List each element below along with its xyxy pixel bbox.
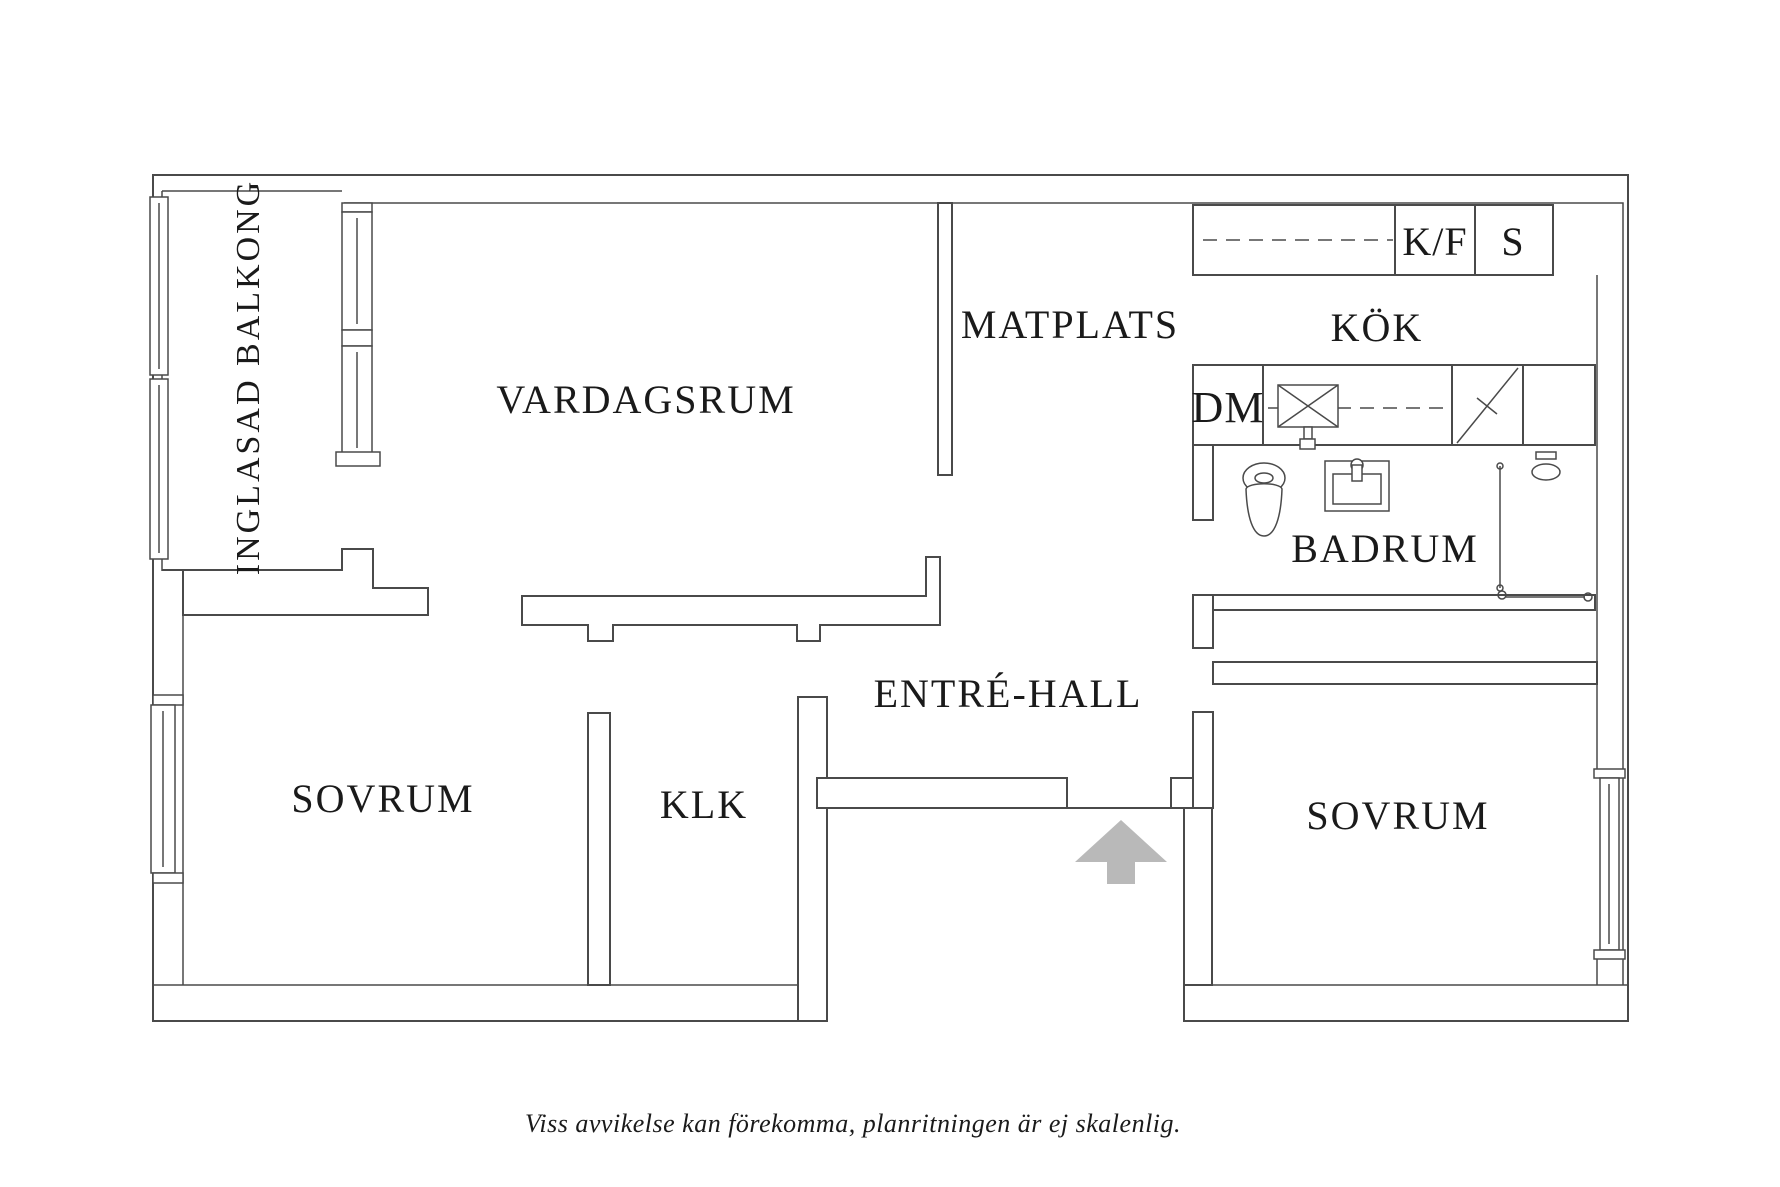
dining-label: MATPLATS	[961, 302, 1179, 347]
entrance-arrow-icon	[1075, 820, 1167, 884]
living-room-label: VARDAGSRUM	[496, 377, 795, 422]
windows	[149, 196, 1626, 960]
cooktop-tap-stem	[1303, 426, 1313, 440]
lower-counter-dividers	[1262, 365, 1524, 445]
bedroom-left-label: SOVRUM	[291, 776, 474, 821]
bedroom-left-window-cap-top	[152, 694, 184, 706]
balcony-south-wall	[162, 548, 429, 616]
shower-rail-corner-b	[1497, 590, 1507, 600]
hall-label: ENTRÉ-HALL	[874, 671, 1143, 716]
bathroom-west-stub	[1192, 594, 1214, 649]
shower-rail-end-right	[1583, 592, 1593, 602]
disclaimer-text: Viss avvikelse kan förekomma, planritnin…	[525, 1109, 1181, 1138]
hall-east-wall	[1192, 711, 1214, 809]
toilet-bowl	[1245, 483, 1283, 537]
kitchen-label: KÖK	[1331, 305, 1424, 350]
front-door-stub	[1170, 777, 1194, 809]
bedroom-right-north-wall	[1212, 661, 1598, 685]
shower-rail	[1499, 466, 1585, 598]
bedroom-right-window-cap-bottom	[1593, 949, 1626, 960]
bedroom-left-window-cap-bottom	[152, 872, 184, 884]
entrance-arrow-stem	[1107, 862, 1135, 884]
shower-icon	[1496, 451, 1593, 602]
bedroom-right-west-wall	[1183, 807, 1213, 986]
klk-east-wall	[797, 696, 828, 1022]
bedroom-right-window-cap-top	[1593, 768, 1626, 779]
dishwasher-label: DM	[1192, 383, 1265, 432]
bathroom-fixtures	[1242, 451, 1593, 602]
cooktop-tap-base	[1299, 438, 1316, 450]
balcony-window-cap-top	[341, 202, 373, 213]
shower-head	[1531, 463, 1561, 481]
kitchen-counter-lower-run	[1192, 364, 1596, 446]
balcony-window-pier	[341, 329, 373, 347]
hall-south-wall	[816, 777, 1068, 809]
worktop-diagonal-icon	[1456, 367, 1519, 444]
room-labels: INGLASAD BALKONG VARDAGSRUM MATPLATS KÖK…	[230, 179, 1524, 1138]
washbasin-tap-stem	[1351, 464, 1363, 482]
balcony-label: INGLASAD BALKONG	[230, 179, 267, 575]
balcony-window-sill	[335, 451, 381, 467]
bathroom-label: BADRUM	[1291, 526, 1479, 571]
outer-wall-inner-line	[162, 190, 1624, 985]
entrance-arrow-head	[1075, 820, 1167, 862]
cooktop-icon	[1277, 384, 1339, 450]
walls	[152, 174, 1629, 1022]
bathroom-west-wall	[1192, 442, 1214, 521]
cooktop-cross	[1277, 384, 1339, 428]
shower-rail-end-top	[1496, 462, 1504, 470]
fridge-cabinet-dividers	[1394, 205, 1476, 275]
toilet-icon	[1242, 462, 1286, 537]
living-dining-wall	[937, 202, 953, 476]
kitchen-fixtures	[1192, 204, 1596, 450]
bedroom-right-label: SOVRUM	[1306, 793, 1489, 838]
washbasin-icon	[1324, 458, 1390, 512]
closet-label: KLK	[660, 782, 748, 827]
hall-north-wall	[521, 556, 941, 642]
klk-west-wall	[587, 712, 611, 986]
cabinet-label: S	[1501, 219, 1524, 264]
fridge-freezer-label: K/F	[1402, 219, 1467, 264]
shower-head-mount	[1535, 451, 1557, 460]
